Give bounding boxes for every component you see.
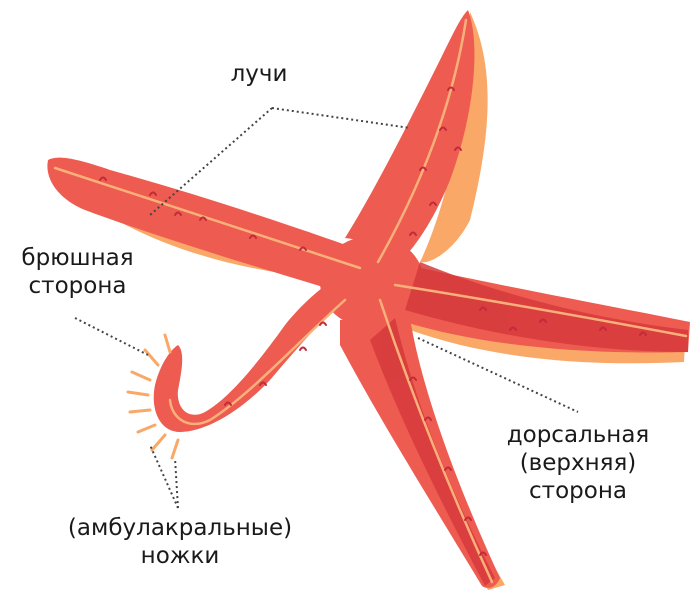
label-feet-line-1: (амбулакральные) (20, 514, 340, 542)
label-rays: лучи (214, 60, 304, 88)
label-ventral-line-2: сторона (0, 272, 155, 300)
label-rays-text: лучи (214, 60, 304, 88)
label-tube-feet: (амбулакральные) ножки (20, 514, 340, 570)
ventral-leader (75, 318, 148, 355)
label-feet-line-2: ножки (20, 542, 340, 570)
label-ventral-line-1: брюшная (0, 244, 155, 272)
label-dorsal-line-1: дорсальная (478, 421, 678, 449)
label-dorsal-side: дорсальная (верхняя) сторона (478, 421, 678, 505)
rays-leader-right (272, 108, 410, 128)
label-dorsal-line-3: сторона (478, 477, 678, 505)
label-ventral-side: брюшная сторона (0, 244, 155, 300)
label-dorsal-line-2: (верхняя) (478, 449, 678, 477)
feet-leader-right (175, 458, 178, 508)
